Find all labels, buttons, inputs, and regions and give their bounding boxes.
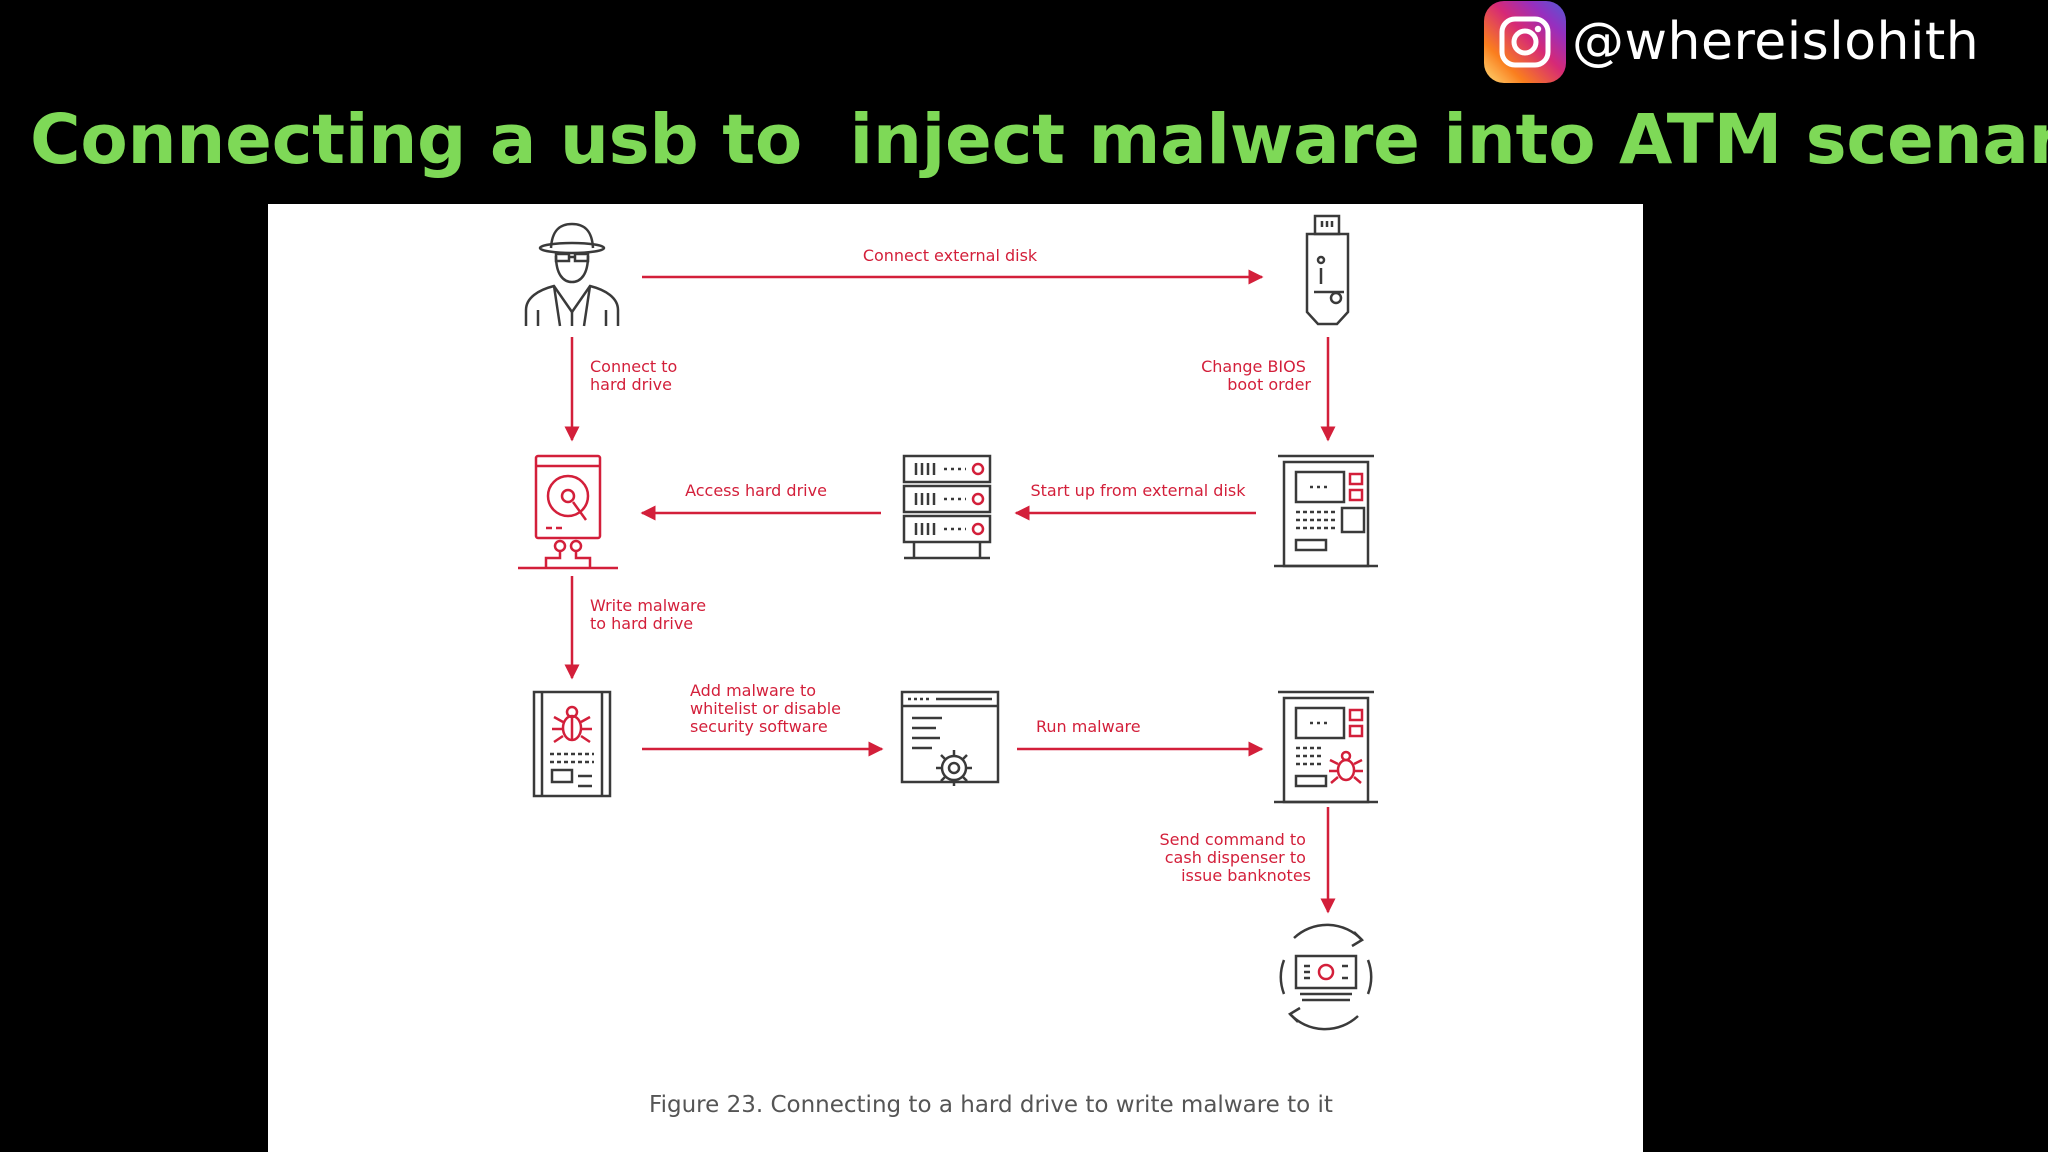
diagram-panel: Connect external disk Connect to hard dr… <box>268 204 1643 1152</box>
label-start-up: Start up from external disk <box>1031 481 1247 500</box>
settings-window-icon <box>902 692 998 786</box>
bug-icon <box>552 707 592 742</box>
cash-icon <box>1281 925 1371 1029</box>
infected-atm-icon <box>1274 692 1378 802</box>
figure-caption: Figure 23. Connecting to a hard drive to… <box>649 1092 1333 1118</box>
label-add-malware: Add malware to whitelist or disable secu… <box>690 681 846 736</box>
handle-text: @whereislohith <box>1572 12 1980 72</box>
label-run-malware: Run malware <box>1036 717 1141 736</box>
usb-drive-icon <box>1307 216 1348 324</box>
bug-icon <box>1329 752 1363 783</box>
instagram-handle: @whereislohith <box>1484 0 1979 84</box>
label-send-command: Send command to cash dispenser to issue … <box>1160 830 1311 885</box>
label-write-malware: Write malware to hard drive <box>590 596 711 633</box>
instagram-icon <box>1484 1 1566 83</box>
label-access-hard-drive: Access hard drive <box>685 481 827 500</box>
hard-drive-icon <box>518 456 618 568</box>
label-connect-hard-drive: Connect to hard drive <box>590 357 682 394</box>
infected-drive-icon <box>534 692 610 796</box>
label-connect-external-disk: Connect external disk <box>863 246 1038 265</box>
attacker-icon <box>526 224 618 326</box>
page-title: Connecting a usb to inject malware into … <box>30 100 2048 180</box>
flow-arrows <box>564 269 1336 914</box>
atm-icon <box>1274 456 1378 566</box>
label-change-bios: Change BIOS boot order <box>1201 357 1311 394</box>
attack-flow-diagram: Connect external disk Connect to hard dr… <box>268 204 1643 1118</box>
server-rack-icon <box>904 456 990 558</box>
